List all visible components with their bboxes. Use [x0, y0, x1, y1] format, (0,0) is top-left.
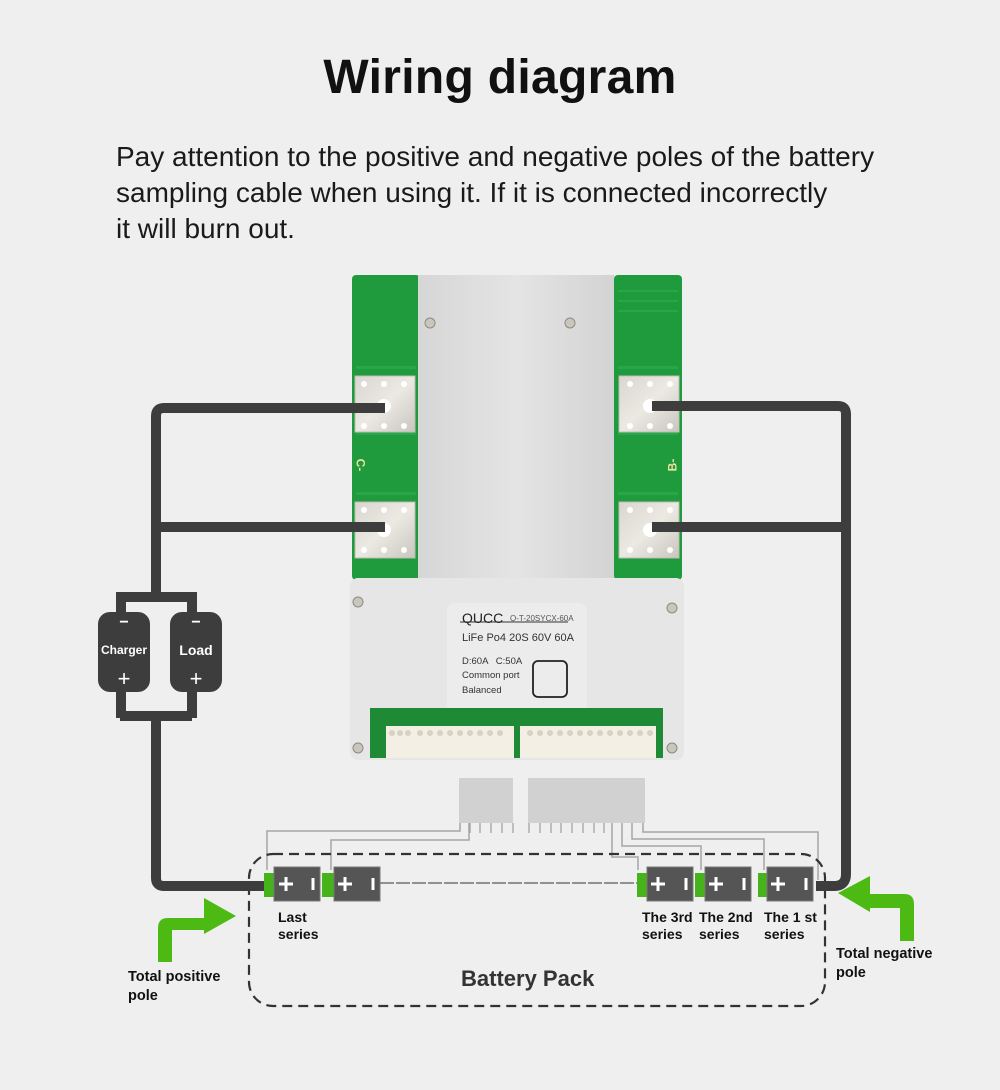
description-line: Pay attention to the positive and negati… [116, 141, 875, 172]
cell-label-last: Last series [278, 909, 318, 943]
nameplate-rating: D:60A C:50A [462, 656, 523, 667]
bms-board [350, 275, 684, 760]
description-line: it will burn out. [116, 213, 295, 244]
load-plus-symbol: + [189, 666, 203, 691]
page-title: Wiring diagram [323, 51, 677, 104]
cell-label-line: The 2nd [699, 909, 753, 925]
sampling-wires [266, 823, 819, 880]
connector-pins [389, 730, 653, 736]
sampling-plug-right [528, 778, 645, 823]
power-wires [120, 401, 851, 891]
cell-label-line: The 3rd [642, 909, 693, 925]
wire-c-top [151, 403, 385, 597]
wire-charger-load-bottom [120, 711, 268, 891]
cell-label-line: series [642, 926, 683, 942]
load-label: Load [179, 642, 213, 658]
pcb-vias [356, 290, 678, 495]
nameplate-brand: QUCC [462, 610, 504, 626]
charger-load-stubs [116, 592, 197, 718]
sampling-plug-left [459, 778, 513, 823]
pcb-label-c-minus: C- [353, 458, 368, 472]
load-minus-symbol: − [191, 614, 201, 631]
annotation-line: pole [836, 965, 866, 981]
heatsink-upper [418, 275, 614, 585]
cell-label-3rd: The 3rd series [642, 909, 693, 943]
annotation-line: pole [128, 988, 158, 1004]
balance-icon [532, 660, 568, 698]
charger-minus-symbol: − [119, 614, 129, 631]
nameplate-balance: Balanced [462, 685, 502, 696]
charger-label: Charger [100, 643, 147, 657]
load-box [170, 612, 222, 692]
nameplate-panel [447, 603, 587, 713]
total-positive-pole-label: Total positive pole [128, 968, 220, 1006]
cell-label-2nd: The 2nd series [699, 909, 753, 943]
cell-label-line: series [699, 926, 740, 942]
annotation-line: Total positive [128, 969, 221, 985]
cell-label-line: The 1 st [764, 909, 817, 925]
warning-description: Pay attention to the positive and negati… [116, 139, 976, 247]
total-negative-arrow-icon [838, 876, 914, 941]
nameplate-spec: LiFe Po4 20S 60V 60A [462, 632, 574, 644]
cell-label-1st: The 1 st series [764, 909, 817, 943]
cell-label-line: Last [278, 909, 307, 925]
nameplate-port: Common port [462, 670, 520, 681]
total-positive-arrow-icon [158, 898, 236, 962]
charger-box [98, 612, 150, 692]
pcb-label-b-minus: B- [665, 458, 680, 472]
description-line: sampling cable when using it. If it is c… [116, 177, 828, 208]
bms-nameplate: QUCC Q-T-20SYCX-60A LiFe Po4 20S 60V 60A… [440, 590, 590, 710]
battery-pack-outline [247, 852, 827, 1008]
cell-label-line: series [278, 926, 319, 942]
cell-label-line: series [764, 926, 805, 942]
screws [352, 317, 678, 754]
wire-b-top [652, 401, 851, 891]
cell-polarity-marks [279, 877, 808, 891]
sampling-plug-pins [469, 823, 605, 833]
annotation-line: Total negative [836, 946, 933, 962]
battery-pack-label: Battery Pack [461, 966, 595, 991]
nameplate-model: Q-T-20SYCX-60A [510, 614, 574, 623]
charger-plus-symbol: + [117, 666, 131, 691]
total-negative-pole-label: Total negative pole [836, 945, 932, 983]
